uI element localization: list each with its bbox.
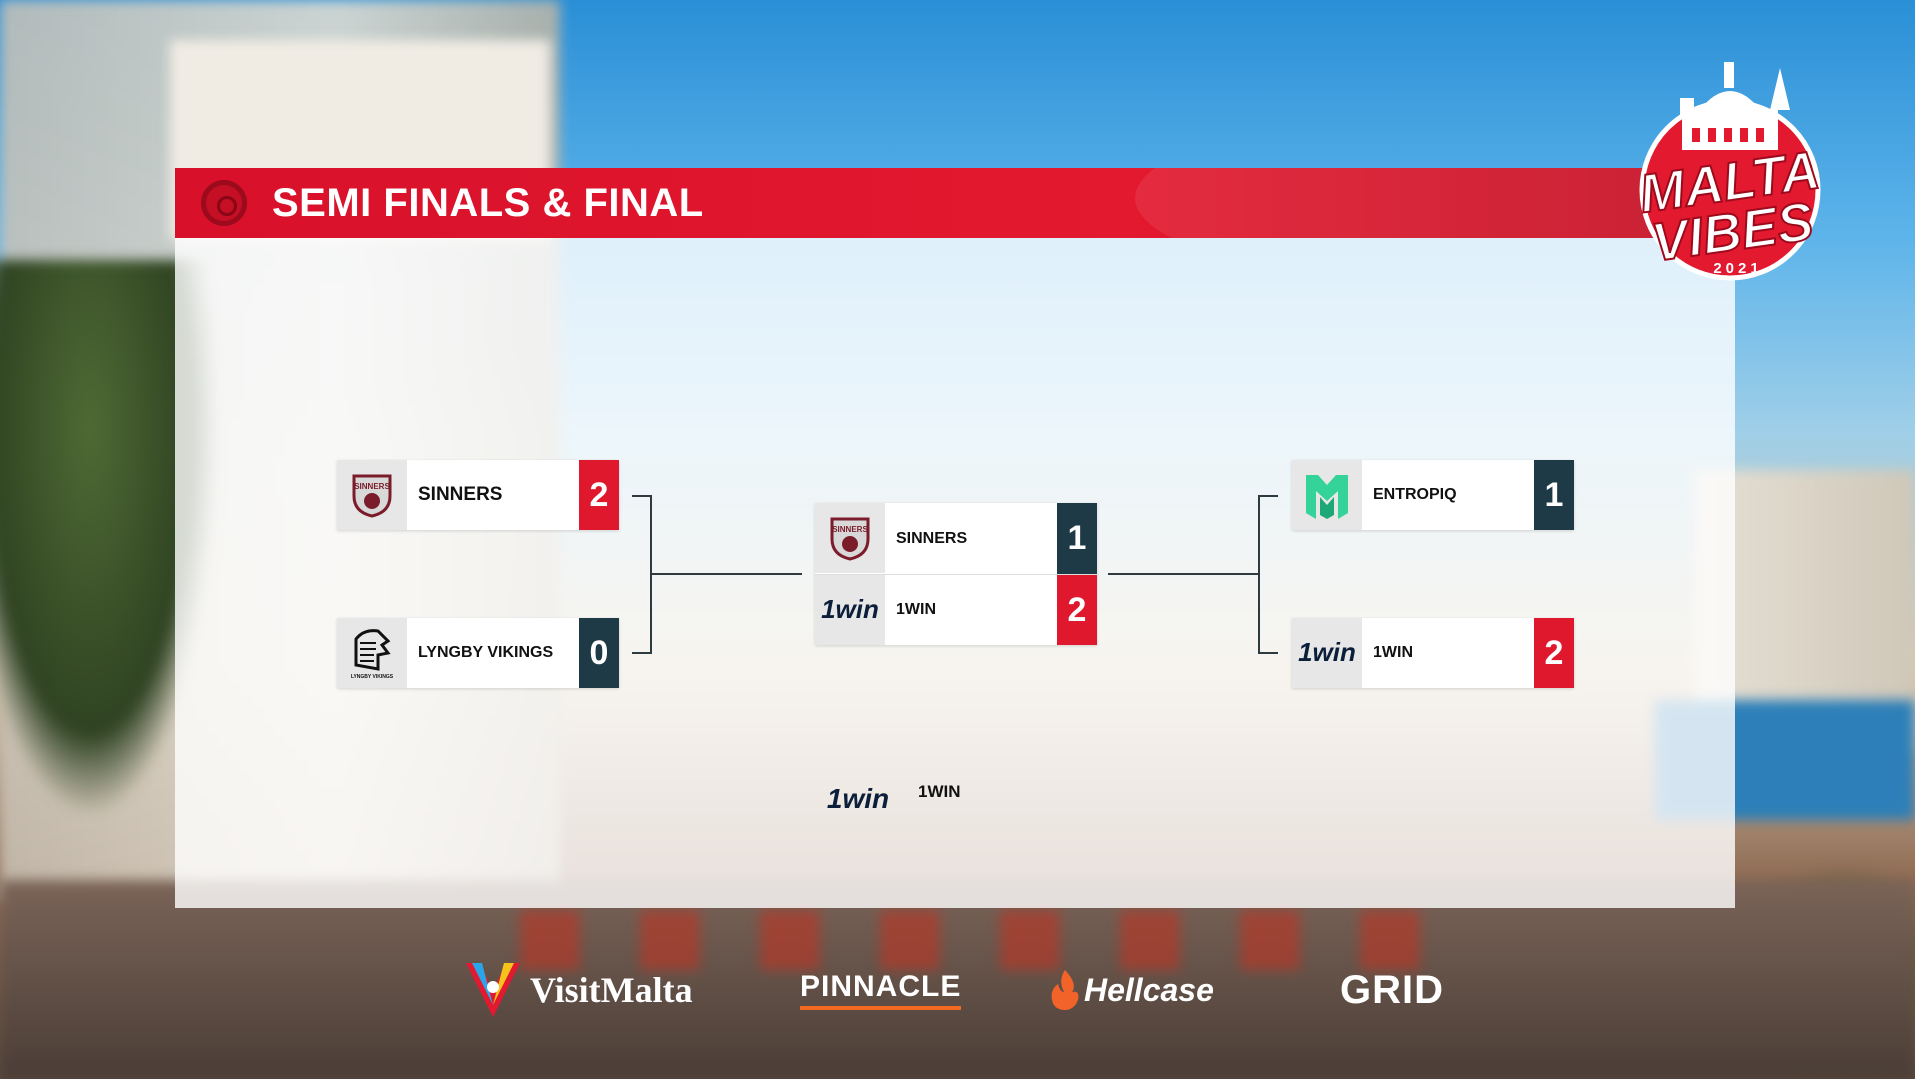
svg-text:SINNERS: SINNERS [832,525,868,534]
event-logo: MALTA VIBES 2021 [1620,40,1845,285]
sponsor-visitmalta-label: VisitMalta [530,970,693,1010]
semifinal-right-team-2[interactable]: 1win 1WIN 2 [1292,618,1574,688]
sponsor-hellcase: Hellcase [1048,955,1214,1025]
team-name: 1WIN [1373,644,1413,661]
event-logo-year: 2021 [1713,260,1762,277]
entropiq-logo [1292,460,1362,530]
semifinal-left-team-1[interactable]: SINNERS SINNERS 2 [337,460,619,530]
sponsor-grid-label: GRID [1340,967,1444,1012]
onewin-logo: 1win [1292,618,1362,688]
svg-text:SINNERS: SINNERS [354,482,390,491]
crosshair-icon [201,180,247,226]
svg-text:LYNGBY VIKINGS: LYNGBY VIKINGS [351,674,394,680]
sinners-logo: SINNERS [337,460,407,530]
svg-text:1win: 1win [821,594,879,624]
bracket-connector [632,495,652,497]
visitmalta-icon [466,963,520,1017]
team-name: LYNGBY VIKINGS [418,644,554,661]
team-score: 2 [1057,575,1097,645]
bracket-connector [1258,495,1278,497]
bracket-connector [1108,573,1260,575]
semifinal-right-team-1[interactable]: ENTROPIQ 1 [1292,460,1574,530]
sinners-logo: SINNERS [815,503,885,573]
page-title: SEMI FINALS & FINAL [272,181,704,225]
team-name: ENTROPIQ [1373,486,1457,503]
bracket-connector [652,573,802,575]
lyngby-vikings-logo: LYNGBY VIKINGS [337,618,407,688]
winner-team-name: 1WIN [918,782,961,801]
flame-icon [1051,970,1079,1010]
svg-text:1win: 1win [1298,637,1356,667]
bracket-connector [1258,495,1260,654]
team-score: 0 [579,618,619,688]
final-team-1[interactable]: SINNERS SINNERS 1 [815,503,1097,574]
sponsor-grid: GRID [1340,955,1444,1025]
semifinal-left-team-2[interactable]: LYNGBY VIKINGS LYNGBY VIKINGS 0 [337,618,619,688]
bracket-connector [1258,652,1278,654]
team-score: 1 [1057,503,1097,574]
team-score: 2 [1534,618,1574,688]
bracket-connector [650,495,652,654]
sponsor-pinnacle: PINNACLE [800,955,962,1025]
final-team-2[interactable]: 1win 1WIN 2 [815,574,1097,645]
winner-logo: 1win [820,780,896,825]
team-name: SINNERS [418,484,503,505]
onewin-logo: 1win [815,575,885,645]
final-match[interactable]: SINNERS SINNERS 1 1win 1WIN 2 [815,503,1097,645]
sponsor-hellcase-label: Hellcase [1084,971,1214,1008]
team-name: 1WIN [896,601,936,618]
header-bar: SEMI FINALS & FINAL [175,168,1755,238]
svg-text:1win: 1win [827,783,889,814]
bracket-connector [632,652,652,654]
team-score: 1 [1534,460,1574,530]
sponsor-pinnacle-label: PINNACLE [800,970,962,1010]
sponsor-visitmalta: VisitMalta [462,955,693,1025]
team-score: 2 [579,460,619,530]
team-name: SINNERS [896,529,968,547]
